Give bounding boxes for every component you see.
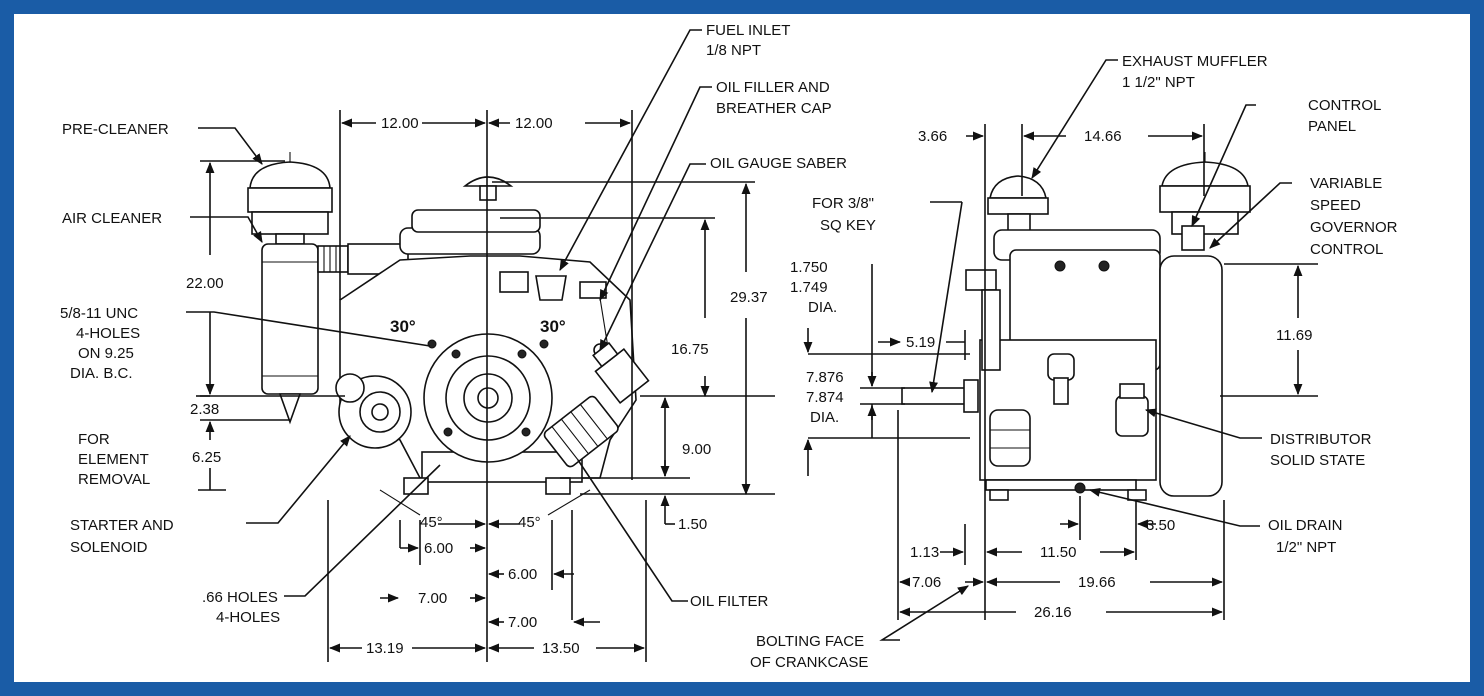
label-66-holes-count: 4-HOLES	[216, 609, 280, 626]
label-fuel-inlet: FUEL INLET	[706, 22, 790, 39]
label-governor-control: CONTROL	[1310, 241, 1383, 258]
label-unc-holes: 4-HOLES	[76, 325, 140, 342]
label-angle-30-right: 30°	[540, 317, 566, 336]
dim-9-00: 9.00	[682, 441, 711, 458]
dim-3-66: 3.66	[918, 128, 947, 145]
label-starter: STARTER AND	[70, 517, 174, 534]
front-leader-lines	[186, 29, 969, 641]
side-block-part	[901, 225, 1223, 501]
dim-26-16: 26.16	[1034, 604, 1072, 621]
dim-13-50: 13.50	[542, 640, 580, 657]
label-breather-cap: BREATHER CAP	[716, 100, 832, 117]
air-cleaner-part	[261, 243, 409, 425]
label-speed: SPEED	[1310, 197, 1361, 214]
dim-6-00-a: 6.00	[424, 540, 453, 557]
pre-cleaner-part	[247, 152, 333, 245]
label-shaft-dia-max: 1.750	[790, 259, 828, 276]
label-shaft-dia: DIA.	[808, 299, 837, 316]
label-unc-dia: DIA. B.C.	[70, 365, 133, 382]
dim-5-19: 5.19	[906, 334, 935, 351]
dim-12-left: 12.00	[381, 115, 419, 132]
label-panel: PANEL	[1308, 118, 1356, 135]
label-control: CONTROL	[1308, 97, 1381, 114]
dim-29-37: 29.37	[730, 289, 768, 306]
label-oil-filler: OIL FILLER AND	[716, 79, 830, 96]
dim-11-69: 11.69	[1276, 327, 1312, 344]
text-labels: FUEL INLET 1/8 NPT OIL FILLER AND BREATH…	[60, 22, 1398, 671]
label-fuel-inlet-size: 1/8 NPT	[706, 42, 761, 59]
dim-6-25: 6.25	[192, 449, 221, 466]
dim-3-50: 3.50	[1146, 517, 1175, 534]
dim-13-19: 13.19	[366, 640, 404, 657]
label-element: ELEMENT	[78, 451, 149, 468]
label-oil-drain: OIL DRAIN	[1268, 517, 1342, 534]
dim-2-38: 2.38	[190, 401, 219, 418]
label-variable: VARIABLE	[1310, 175, 1382, 192]
dim-6-00-b: 6.00	[508, 566, 537, 583]
oil-filter-part	[543, 395, 619, 468]
dim-1-50: 1.50	[678, 516, 707, 533]
side-view	[901, 152, 1251, 501]
label-angle-45-right: 45°	[518, 514, 541, 531]
label-element-removal: REMOVAL	[78, 471, 150, 488]
dim-1-13: 1.13	[910, 544, 939, 561]
side-dimension-lines	[803, 124, 1318, 620]
label-element-for: FOR	[78, 431, 110, 448]
side-leader-lines	[1031, 59, 1292, 527]
label-solid-state: SOLID STATE	[1270, 452, 1365, 469]
front-dimension-lines	[196, 110, 775, 662]
label-pre-cleaner: PRE-CLEANER	[62, 121, 169, 138]
label-bolting-face: BOLTING FACE	[756, 633, 864, 650]
label-crankcase: OF CRANKCASE	[750, 654, 868, 671]
label-angle-30-left: 30°	[390, 317, 416, 336]
starter-part	[335, 373, 412, 449]
label-66-holes: .66 HOLES	[202, 589, 278, 606]
label-exhaust-muffler: EXHAUST MUFFLER	[1122, 53, 1268, 70]
label-air-cleaner: AIR CLEANER	[62, 210, 162, 227]
dim-7-00-b: 7.00	[508, 614, 537, 631]
dim-7-00-a: 7.00	[418, 590, 447, 607]
label-unc-thread: 5/8-11 UNC	[60, 305, 138, 322]
front-view	[247, 152, 650, 495]
dim-14-66: 14.66	[1084, 128, 1122, 145]
label-oil-gauge: OIL GAUGE SABER	[710, 155, 847, 172]
label-pilot-dia: DIA.	[810, 409, 839, 426]
label-pilot-dia-min: 7.874	[806, 389, 844, 406]
flywheel-part	[423, 333, 553, 463]
diagram-panel	[14, 14, 1470, 682]
label-angle-45-left: 45°	[420, 514, 443, 531]
dim-11-50: 11.50	[1040, 544, 1076, 561]
dim-7-06: 7.06	[912, 574, 941, 591]
dim-22: 22.00	[186, 275, 224, 292]
label-key-for: FOR 3/8"	[812, 195, 874, 212]
dim-12-right: 12.00	[515, 115, 553, 132]
side-fitting-part	[592, 341, 650, 404]
label-solenoid: SOLENOID	[70, 539, 148, 556]
side-pre-cleaner-part	[1159, 152, 1251, 235]
label-distributor: DISTRIBUTOR	[1270, 431, 1372, 448]
label-unc-circle: ON 9.25	[78, 345, 134, 362]
dim-19-66: 19.66	[1078, 574, 1116, 591]
label-oil-filter: OIL FILTER	[690, 593, 769, 610]
label-governor: GOVERNOR	[1310, 219, 1398, 236]
dim-16-75: 16.75	[671, 341, 709, 358]
dimension-values: 12.00 12.00 22.00 29.37 16.75 2.38 6.25 …	[186, 115, 1312, 657]
label-exhaust-size: 1 1/2" NPT	[1122, 74, 1195, 91]
label-shaft-dia-min: 1.749	[790, 279, 828, 296]
label-pilot-dia-max: 7.876	[806, 369, 844, 386]
label-sq-key: SQ KEY	[820, 217, 876, 234]
label-oil-drain-size: 1/2" NPT	[1276, 539, 1336, 556]
